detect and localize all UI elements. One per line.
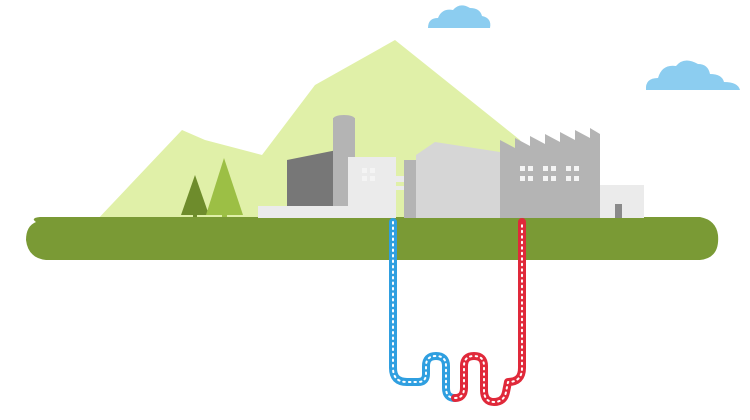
factory-middle-hall [416, 142, 500, 218]
pine-tree-icon-large [206, 158, 243, 217]
cloud-icon-right [645, 60, 740, 90]
factory-sawtooth-hall [500, 128, 600, 218]
geothermal-loop-icon [389, 218, 526, 406]
factory-left-block [287, 148, 347, 206]
ground [26, 217, 719, 260]
factory-office-tower [348, 157, 396, 218]
cloud-icon-top [428, 5, 491, 28]
pine-tree-icon-small [181, 175, 209, 217]
factory-icon [258, 115, 644, 218]
